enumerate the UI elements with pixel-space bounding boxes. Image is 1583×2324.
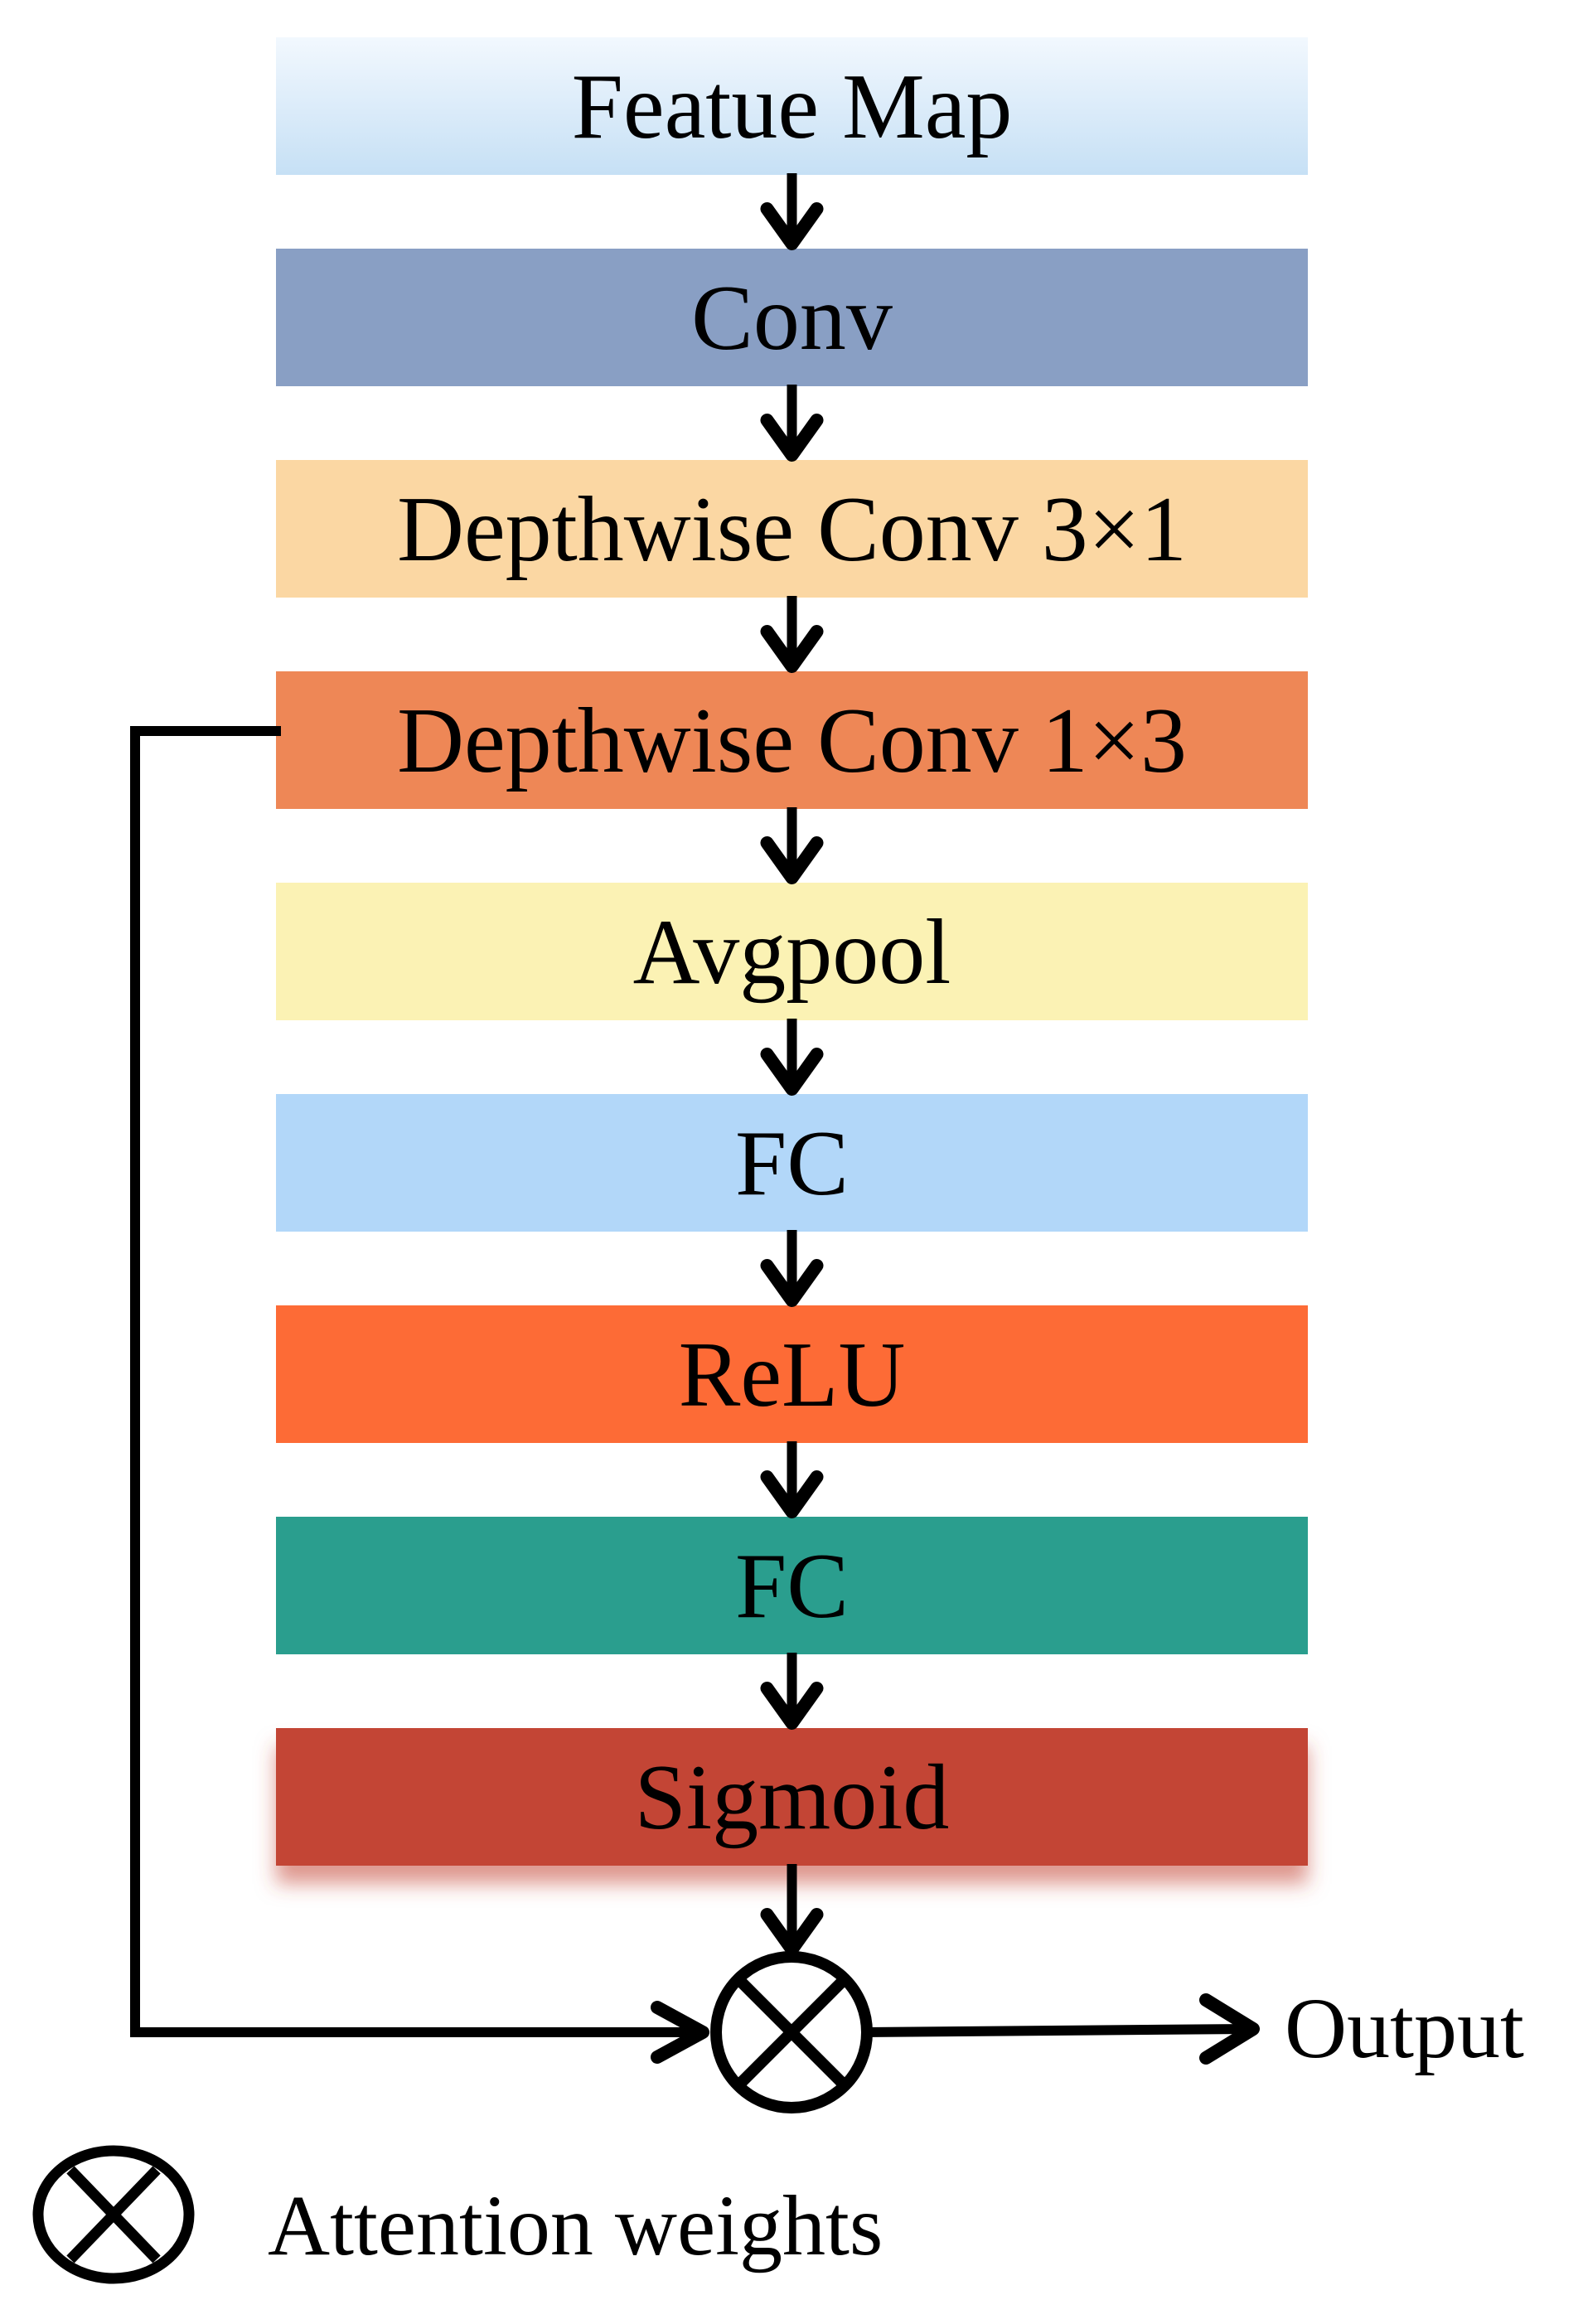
arrowhead <box>760 625 824 673</box>
arrowhead <box>760 1048 824 1096</box>
block-feature-map-label: Featue Map <box>572 56 1013 158</box>
block-conv-box <box>276 249 1308 386</box>
output-arrow <box>861 1993 1260 2065</box>
legend: Attention weights <box>32 2145 883 2284</box>
arrow-down <box>760 385 824 462</box>
block-avgpool-box <box>276 883 1308 1020</box>
arrow-down <box>760 1019 824 1096</box>
skip-connection <box>130 726 709 2064</box>
block-depthwise-1x3-label: Depthwise Conv 1×3 <box>397 690 1187 792</box>
arrowhead <box>760 202 824 250</box>
block-conv: Conv <box>276 249 1308 386</box>
skip-connection-line <box>130 726 693 2037</box>
block-conv-label: Conv <box>691 267 893 370</box>
arrow-down <box>760 1653 824 1730</box>
arrowhead <box>760 414 824 462</box>
legend-label: Attention weights <box>268 2178 883 2273</box>
block-fc-1: FC <box>276 1094 1308 1232</box>
block-depthwise-3x1-box <box>276 460 1308 598</box>
block-fc-1-label: FC <box>735 1112 849 1215</box>
block-depthwise-3x1: Depthwise Conv 3×1 <box>276 460 1308 598</box>
arrow-down <box>760 1441 824 1518</box>
arrows-layer <box>760 173 824 1956</box>
multiply-cross-2 <box>734 1975 849 2089</box>
block-relu: ReLU <box>276 1305 1308 1443</box>
block-avgpool: Avgpool <box>276 883 1308 1020</box>
output-label: Output <box>1285 1981 1524 2076</box>
arrow-down <box>760 596 824 673</box>
output-arrowhead <box>1199 1993 1260 2065</box>
arrowhead <box>760 1682 824 1730</box>
output-arrow-line <box>861 2023 1249 2038</box>
otimes-icon <box>32 2145 195 2284</box>
skip-connection-arrowhead <box>651 2001 709 2064</box>
block-sigmoid: Sigmoid <box>276 1728 1308 1866</box>
block-depthwise-1x3-box <box>276 671 1308 809</box>
block-relu-box <box>276 1305 1308 1443</box>
arrowhead <box>760 836 824 884</box>
arrowhead <box>760 1908 824 1956</box>
block-sigmoid-box <box>276 1728 1308 1866</box>
block-feature-map-box <box>276 37 1308 175</box>
block-fc-1-box <box>276 1094 1308 1232</box>
arrowhead <box>760 1259 824 1307</box>
block-fc-2-label: FC <box>735 1535 849 1638</box>
arrow-down <box>760 1864 824 1956</box>
arrowhead <box>760 1470 824 1518</box>
block-feature-map: Featue Map <box>276 37 1308 175</box>
block-depthwise-3x1-label: Depthwise Conv 3×1 <box>397 478 1187 581</box>
block-sigmoid-label: Sigmoid <box>635 1746 950 1849</box>
multiply-node <box>710 1951 873 2113</box>
block-avgpool-label: Avgpool <box>633 901 951 1004</box>
arrow-down <box>760 173 824 250</box>
arrow-down <box>760 807 824 884</box>
block-depthwise-1x3: Depthwise Conv 1×3 <box>276 671 1308 809</box>
block-relu-label: ReLU <box>679 1324 906 1426</box>
arrow-down <box>760 1230 824 1307</box>
block-fc-2: FC <box>276 1517 1308 1654</box>
block-fc-2-box <box>276 1517 1308 1654</box>
